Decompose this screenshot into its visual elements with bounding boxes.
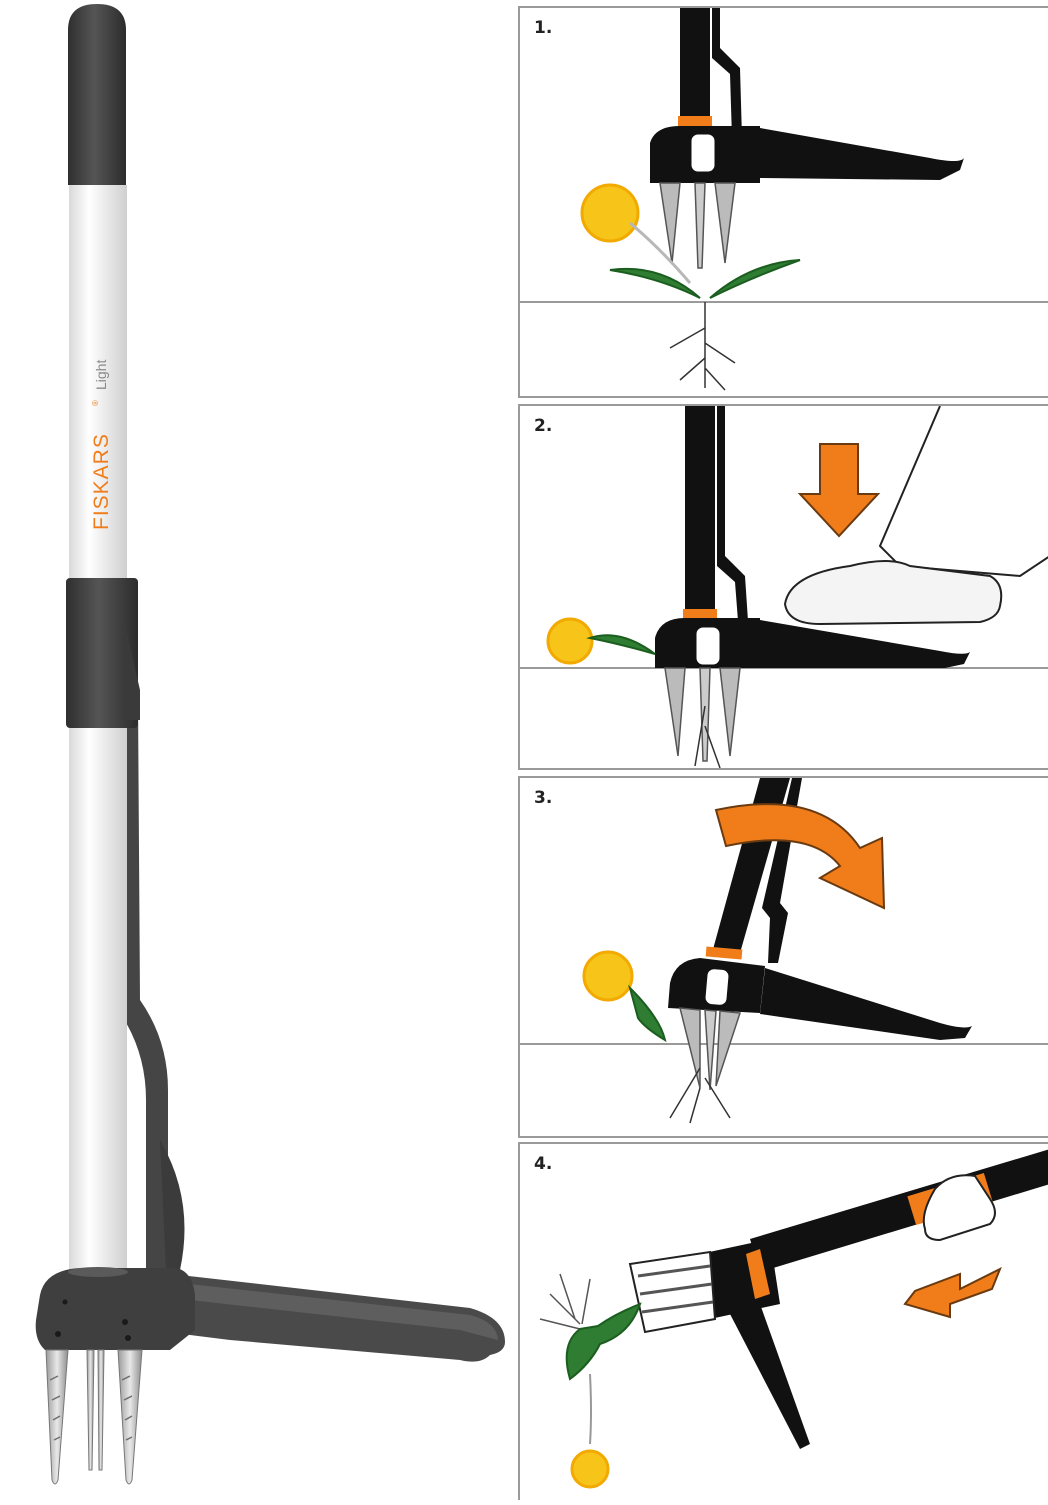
step-panel-3: 3. [518,776,1048,1138]
foot-lever [760,128,964,180]
product-image: FISKARS ® Light [0,0,520,1500]
tine-middle [86,1349,95,1471]
leg-outline [878,406,1048,578]
registered-mark: ® [91,400,100,406]
step-number: 1. [534,18,553,38]
top-grip [68,4,126,185]
brand-logo: FISKARS [90,433,113,530]
left-arrow-icon [903,1266,1002,1319]
dandelion-flower [580,183,640,243]
rotate-arrow-icon [714,803,886,910]
weeder-tool-illustration: FISKARS ® Light [35,4,505,1485]
step-number: 4. [534,1154,553,1174]
middle-collar [66,578,138,728]
hand-icon [922,1174,996,1242]
down-arrow-icon [797,443,881,538]
step-panel-2: 2. [518,404,1048,770]
step-panel-1: 1. [518,6,1048,398]
step-panel-4: 4. [518,1142,1048,1500]
roots [669,302,736,391]
product-line-label: Light [93,360,109,390]
shoe-icon [783,560,1003,626]
orange-ring [678,116,712,126]
head-block [35,1268,195,1350]
shaft [69,185,127,1275]
leaf [609,267,701,299]
step-number: 2. [534,416,553,436]
step-number: 3. [534,788,553,808]
